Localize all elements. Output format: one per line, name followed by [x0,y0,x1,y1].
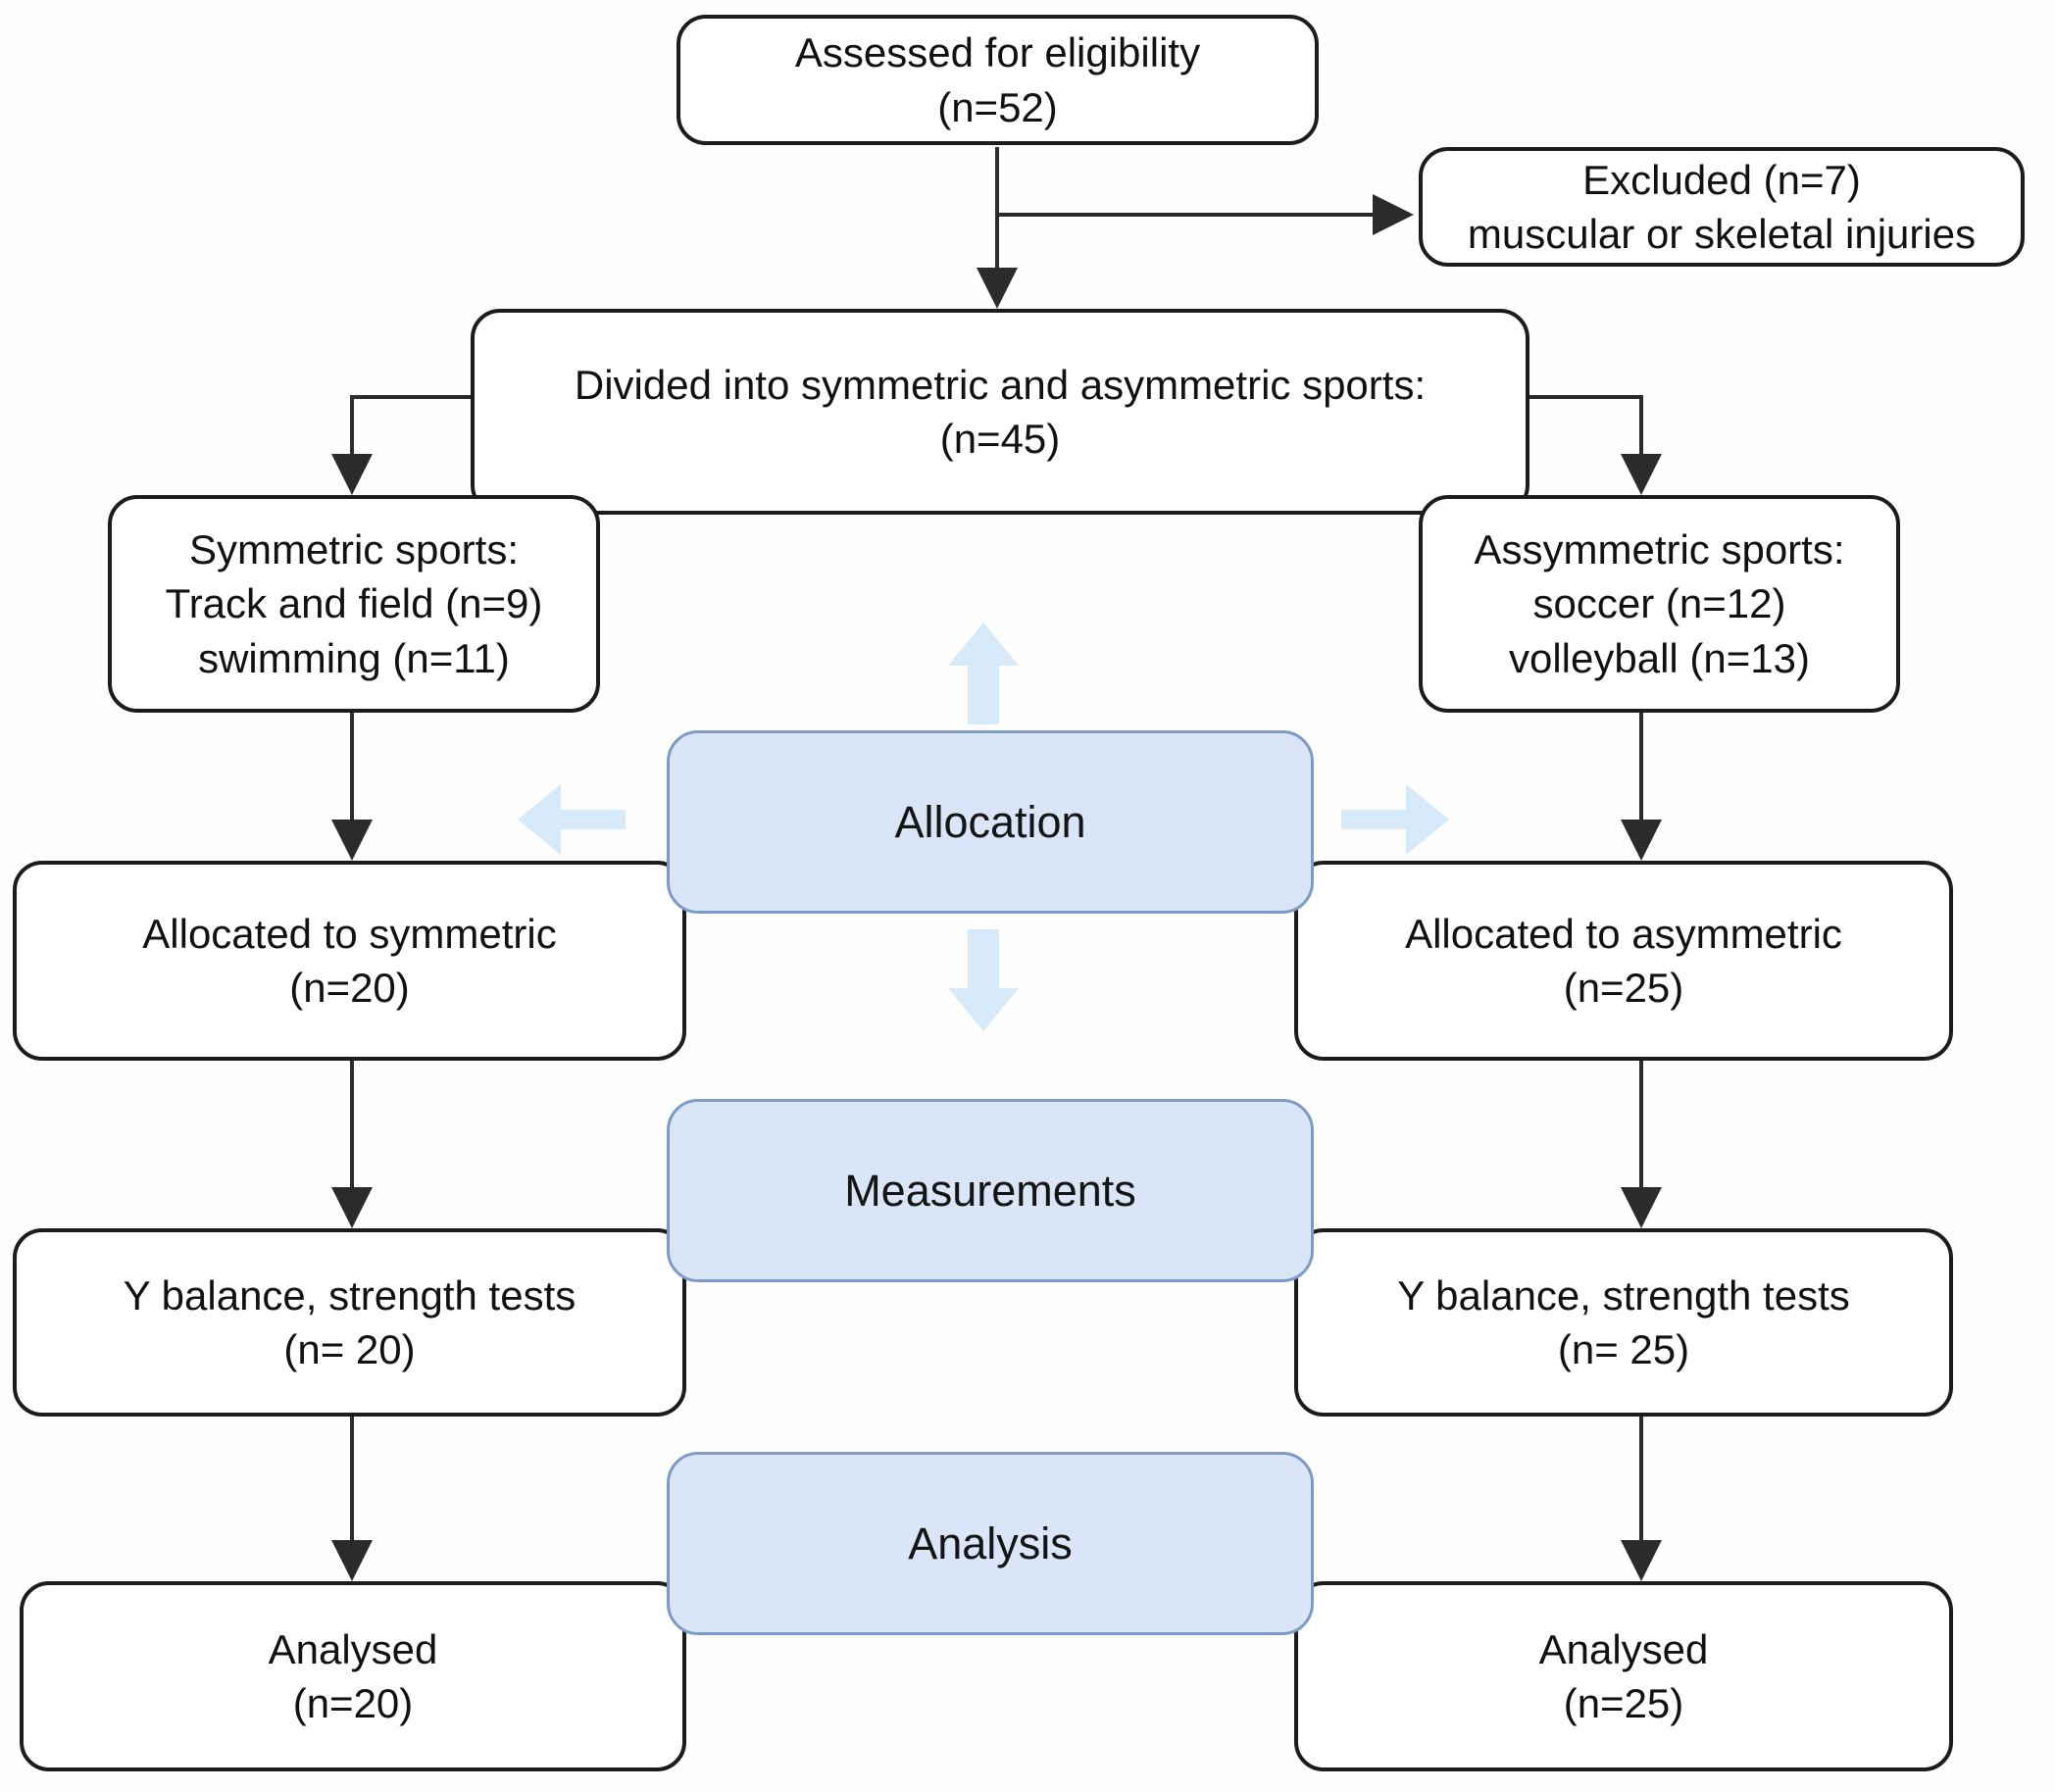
analysed-symmetric-text: Analysed (n=20) [268,1625,438,1726]
assessed-box: Assessed for eligibility (n=52) [677,15,1319,145]
allocation-right-block-arrow-icon [1341,784,1449,855]
analysis-stage-box: Analysis [667,1452,1314,1635]
allocated-asymmetric-box: Allocated to asymmetric (n=25) [1294,861,1953,1061]
allocated-asymmetric-text: Allocated to asymmetric (n=25) [1405,910,1842,1011]
allocation-stage-label: Allocation [894,796,1086,847]
arrowhead-into-divided [977,268,1018,309]
measurements-stage-label: Measurements [844,1165,1136,1216]
symmetric-sports-box: Symmetric sports: Track and field (n=9) … [108,495,600,713]
assessed-text: Assessed for eligibility (n=52) [794,29,1201,130]
arrowhead-into-excluded [1373,194,1414,235]
connector-assessed-to-divided [995,147,999,274]
arrowhead-into-symmetric [331,454,373,495]
analysed-symmetric-box: Analysed (n=20) [20,1581,686,1771]
arrowhead-into-measured-symmetric [331,1187,373,1228]
arrowhead-into-allocated-asymmetric [1621,820,1662,861]
connector-allocated-to-measured-right [1639,1061,1643,1187]
connector-allocated-to-measured-left [350,1061,354,1187]
arrowhead-into-measured-asymmetric [1621,1187,1662,1228]
divided-box: Divided into symmetric and asymmetric sp… [471,309,1529,515]
asymmetric-sports-text: Assymmetric sports: soccer (n=12) volley… [1474,525,1845,681]
arrowhead-into-analysed-asymmetric [1621,1540,1662,1581]
allocation-stage-box: Allocation [667,730,1314,914]
connector-divided-left-vertical [350,395,354,456]
asymmetric-sports-box: Assymmetric sports: soccer (n=12) volley… [1419,495,1900,713]
measured-asymmetric-text: Y balance, strength tests (n= 25) [1397,1271,1850,1372]
arrowhead-into-allocated-symmetric [331,820,373,861]
analysed-asymmetric-box: Analysed (n=25) [1294,1581,1953,1771]
excluded-box: Excluded (n=7) muscular or skeletal inju… [1419,147,2025,267]
symmetric-sports-text: Symmetric sports: Track and field (n=9) … [165,525,543,681]
connector-assessed-to-excluded [997,213,1376,217]
allocation-up-block-arrow-icon [948,622,1019,724]
allocation-down-block-arrow-icon [948,929,1019,1031]
measured-symmetric-box: Y balance, strength tests (n= 20) [13,1228,686,1417]
connector-asymmetric-to-allocated [1639,713,1643,820]
measured-symmetric-text: Y balance, strength tests (n= 20) [123,1271,576,1372]
connector-symmetric-to-allocated [350,713,354,820]
connector-divided-left-horizontal [350,395,471,399]
measurements-stage-box: Measurements [667,1099,1314,1282]
allocation-left-block-arrow-icon [518,784,626,855]
arrowhead-into-analysed-symmetric [331,1540,373,1581]
allocated-symmetric-box: Allocated to symmetric (n=20) [13,861,686,1061]
connector-divided-right-horizontal [1529,395,1643,399]
analysis-stage-label: Analysis [908,1518,1073,1568]
connector-measured-to-analysed-right [1639,1417,1643,1540]
excluded-text: Excluded (n=7) muscular or skeletal inju… [1467,156,1977,257]
connector-divided-right-vertical [1639,395,1643,456]
connector-measured-to-analysed-left [350,1417,354,1540]
divided-text: Divided into symmetric and asymmetric sp… [574,361,1427,462]
analysed-asymmetric-text: Analysed (n=25) [1538,1625,1709,1726]
allocated-symmetric-text: Allocated to symmetric (n=20) [142,910,557,1011]
measured-asymmetric-box: Y balance, strength tests (n= 25) [1294,1228,1953,1417]
arrowhead-into-asymmetric [1621,454,1662,495]
